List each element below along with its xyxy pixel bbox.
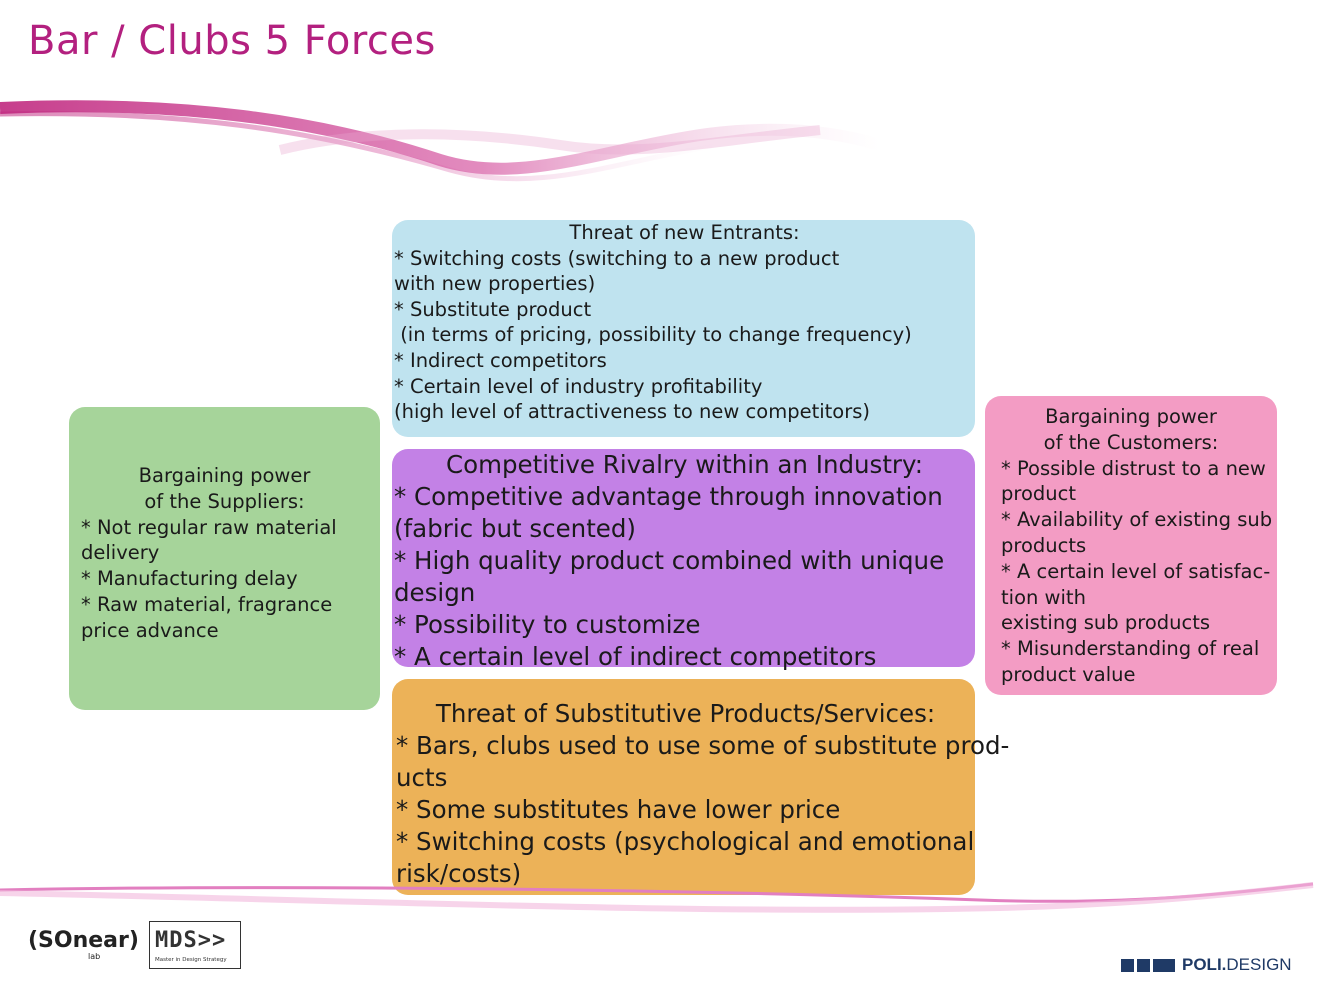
- entrants-line: with new properties): [394, 272, 596, 296]
- polidesign-logo: POLI.DESIGN: [1121, 955, 1292, 975]
- rivalry-line: design: [394, 578, 476, 607]
- suppliers-line: price advance: [81, 618, 219, 642]
- customers-line: existing sub products: [1001, 611, 1211, 635]
- customers-heading: Bargaining power: [1045, 405, 1217, 428]
- customers-line: * A certain level of satisfac-: [1001, 559, 1271, 583]
- substitutes-line: * Some substitutes have lower price: [396, 795, 841, 824]
- polidesign-logo-design: DESIGN: [1226, 955, 1292, 974]
- threat-of-substitutes-box: Threat of Substitutive Products/Services…: [392, 679, 1010, 895]
- customers-line: * Possible distrust to a new: [1001, 456, 1266, 480]
- decorative-swoosh-bottom: [0, 882, 1314, 913]
- substitutes-line: * Switching costs (psychological and emo…: [396, 827, 975, 856]
- entrants-line: (in terms of pricing, possibility to cha…: [394, 323, 912, 347]
- suppliers-line: * Manufacturing delay: [81, 567, 298, 591]
- logo-square-icon: [1153, 958, 1175, 972]
- bargaining-power-customers-box: Bargaining power of the Customers: * Pos…: [985, 396, 1277, 695]
- customers-line: products: [1001, 533, 1087, 557]
- substitutes-line: risk/costs): [396, 859, 522, 888]
- customers-line: product: [1001, 482, 1077, 506]
- customers-line: * Misunderstanding of real: [1001, 637, 1260, 661]
- customers-line: * Availability of existing sub: [1001, 508, 1273, 532]
- rivalry-heading: Competitive Rivalry within an Industry:: [446, 450, 923, 479]
- substitutes-heading: Threat of Substitutive Products/Services…: [435, 699, 936, 728]
- mds-logo: MDS>> Master in Design Strategy: [149, 921, 241, 969]
- suppliers-line: * Raw material, fragrance: [81, 592, 333, 616]
- entrants-line: * Indirect competitors: [394, 348, 607, 372]
- rivalry-line: (fabric but scented): [394, 514, 636, 543]
- mds-logo-caption: Master in Design Strategy: [155, 957, 227, 963]
- entrants-line: * Switching costs (switching to a new pr…: [394, 246, 840, 270]
- sonear-logo-text: (SOnear): [28, 928, 139, 953]
- substitutes-line: * Bars, clubs used to use some of substi…: [396, 731, 1010, 760]
- customers-line: tion with: [1001, 585, 1086, 609]
- entrants-line: * Certain level of industry profitabilit…: [394, 374, 763, 398]
- rivalry-line: * Possibility to customize: [394, 610, 701, 639]
- page-title: Bar / Clubs 5 Forces: [28, 18, 436, 64]
- suppliers-heading: of the Suppliers:: [144, 489, 305, 513]
- rivalry-line: * A certain level of indirect competitor…: [394, 642, 877, 671]
- mds-logo-text: MDS>>: [155, 928, 227, 953]
- suppliers-line: * Not regular raw material: [81, 515, 337, 539]
- logo-square-icon: [1121, 958, 1134, 972]
- suppliers-heading: Bargaining power: [138, 464, 311, 487]
- rivalry-line: * High quality product combined with uni…: [394, 546, 945, 575]
- polidesign-logo-poli: POLI.: [1182, 955, 1227, 974]
- threat-of-new-entrants-box: Threat of new Entrants: * Switching cost…: [392, 220, 975, 437]
- suppliers-line: delivery: [81, 541, 160, 565]
- customers-heading: of the Customers:: [1043, 430, 1219, 454]
- customers-line: product value: [1001, 662, 1136, 686]
- sonear-logo: (SOnear) lab: [28, 928, 139, 961]
- decorative-swoosh-top: [0, 100, 882, 182]
- competitive-rivalry-box: Competitive Rivalry within an Industry: …: [392, 449, 975, 671]
- bargaining-power-suppliers-box: Bargaining power of the Suppliers: * Not…: [69, 407, 380, 710]
- entrants-heading: Threat of new Entrants:: [569, 221, 800, 244]
- entrants-line: (high level of attractiveness to new com…: [394, 400, 871, 424]
- entrants-line: * Substitute product: [394, 297, 592, 321]
- substitutes-line: ucts: [396, 763, 448, 792]
- sonear-logo-sub: lab: [88, 952, 101, 961]
- rivalry-line: * Competitive advantage through innovati…: [394, 482, 943, 511]
- logo-square-icon: [1137, 958, 1150, 972]
